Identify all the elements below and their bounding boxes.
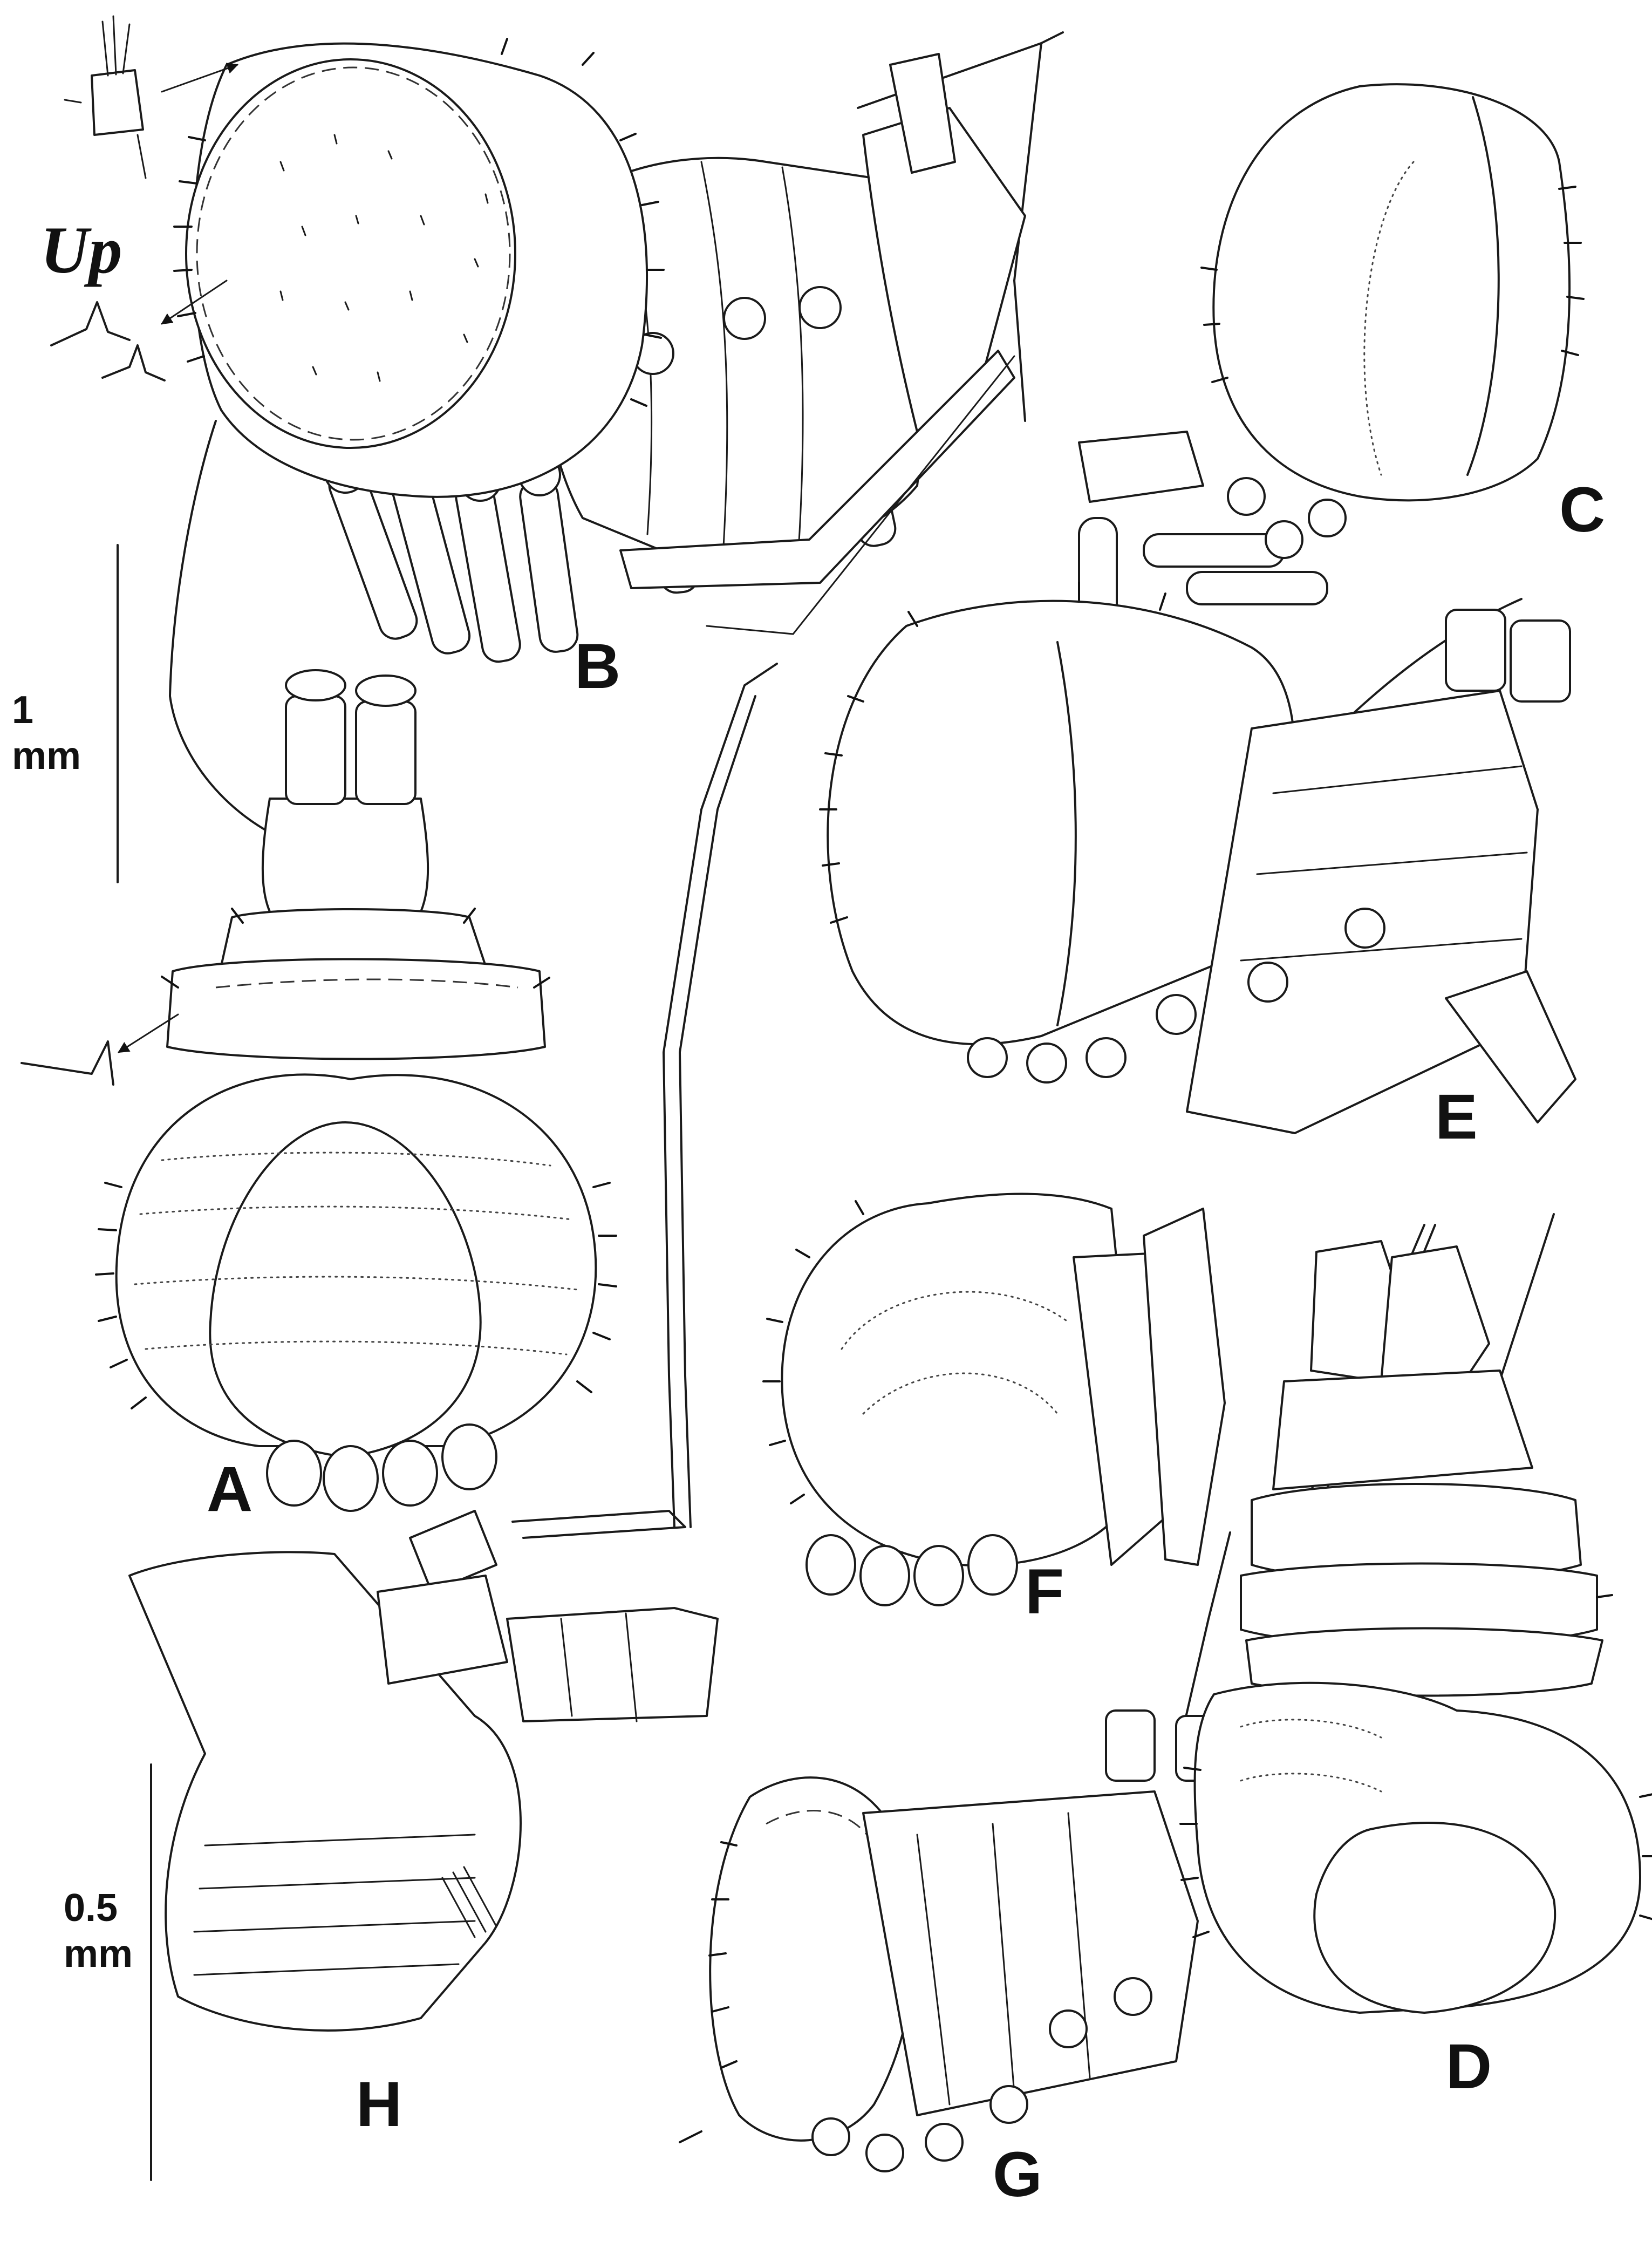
panel-a-drawing [21,420,617,1512]
panel-label-d: D [1446,2031,1492,2102]
panel-label-f: F [1025,1556,1064,1627]
panel-b-drawing [173,31,1064,663]
scale-bar-1mm-unit: mm [12,734,81,778]
panel-f-antenna [663,663,778,1528]
panel-label-a: A [207,1454,252,1525]
up-inset-drawing [50,15,238,381]
scale-bar-05mm-value: 0.5 [64,1886,118,1930]
panel-h-drawing [128,1510,719,2032]
panel-e-drawing [819,582,1576,1134]
panel-label-e: E [1435,1081,1478,1153]
panel-label-g: G [993,2139,1042,2210]
panel-d-drawing [1179,1213,1652,2014]
panel-g-drawing [679,1531,1231,2172]
panel-label-h: H [356,2069,402,2140]
scale-bar-1mm-value: 1 [12,689,33,732]
panel-label-b: B [575,631,620,702]
panel-label-c: C [1559,474,1605,546]
panel-f-drawing [762,1193,1226,1606]
panel-c-drawing [1078,83,1585,638]
scale-bar-05mm-unit: mm [64,1932,133,1975]
inset-label-up: Up [40,213,122,287]
